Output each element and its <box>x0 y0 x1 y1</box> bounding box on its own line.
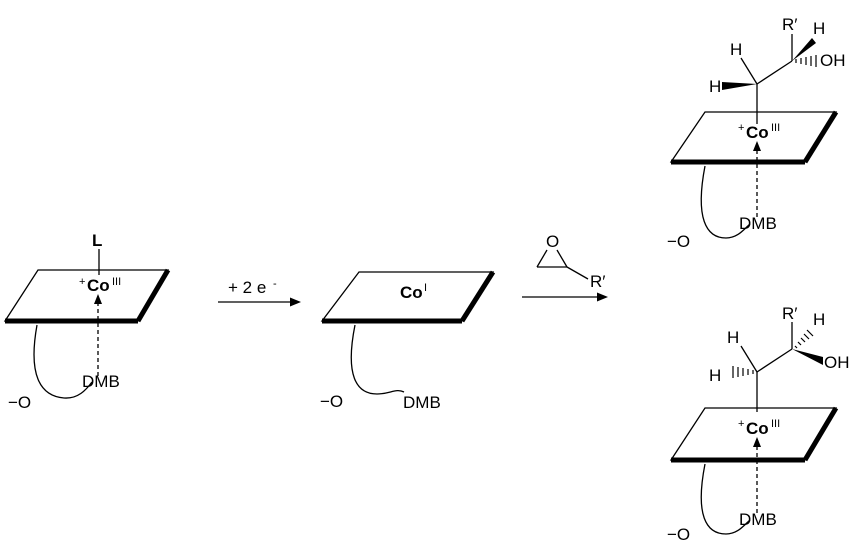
arrow-head <box>753 437 761 447</box>
electron-sup: - <box>273 278 277 290</box>
atom-r: R′ <box>782 304 797 323</box>
charge-plus: + <box>738 122 744 134</box>
metal-co: Co <box>746 123 769 142</box>
epoxide-oxygen: O <box>546 232 559 251</box>
anion-o: −O <box>667 525 690 542</box>
atom-h3: H <box>813 310 825 329</box>
base-dmb: DMB <box>739 214 777 233</box>
atom-h2: H <box>709 366 721 385</box>
linker-chain <box>350 324 405 395</box>
metal-co: Co <box>746 419 769 438</box>
epoxide-substituent-bond <box>566 266 589 280</box>
ligand-L: L <box>92 231 102 250</box>
product-bottom: H H R′ H OH + Co III DMB −O <box>667 304 850 542</box>
atom-h2: H <box>709 77 721 96</box>
epoxide-substituent: R′ <box>590 272 605 291</box>
hash-h3 <box>794 329 814 349</box>
charge-plus: + <box>79 276 85 288</box>
wedge-oh <box>792 349 823 365</box>
atom-h1: H <box>727 328 739 347</box>
arrow-head-2 <box>597 292 608 302</box>
atom-r: R′ <box>782 15 797 34</box>
product-top: H H R′ H OH + Co III DMB −O <box>667 15 846 251</box>
c-h1-bond <box>740 345 758 373</box>
arrow-head <box>753 141 761 151</box>
oxidation-state: III <box>771 122 780 134</box>
c-h1-bond <box>740 57 758 85</box>
charge-plus: + <box>738 418 744 430</box>
base-dmb: DMB <box>739 510 777 529</box>
metal-co: Co <box>400 283 423 302</box>
reagent-electrons: + 2 e <box>228 278 266 297</box>
base-dmb: DMB <box>82 372 120 391</box>
linker-chain <box>700 165 751 239</box>
anion-o: −O <box>8 393 31 412</box>
step1-arrow-group: + 2 e - <box>218 278 301 307</box>
base-dmb: DMB <box>403 393 441 412</box>
oxidation-state: III <box>112 276 121 288</box>
oxidation-state: III <box>771 418 780 430</box>
hash-h2 <box>732 366 754 378</box>
epoxide-bond-left <box>536 249 548 268</box>
intermediate-complex: Co I −O DMB <box>320 270 496 412</box>
oxidation-state: I <box>424 282 427 294</box>
arrow-head-1 <box>290 297 301 307</box>
anion-o: −O <box>667 232 690 251</box>
c-c-bond <box>756 60 793 85</box>
c-c-bond <box>756 348 793 373</box>
hash-oh <box>795 55 817 67</box>
corrin-right-edge <box>135 268 171 323</box>
wedge-h2 <box>722 82 757 90</box>
atom-h3: H <box>813 19 825 38</box>
corrin-right-edge <box>802 110 839 164</box>
step2-arrow-group: O R′ <box>522 232 608 302</box>
wedge-h3 <box>792 38 816 61</box>
epoxide-bond-right <box>556 249 568 268</box>
metal-co: Co <box>87 276 110 295</box>
corrin-right-edge <box>802 406 839 462</box>
atom-oh: OH <box>820 51 846 70</box>
atom-h1: H <box>730 40 742 59</box>
corrin-right-edge <box>459 270 496 323</box>
atom-oh: OH <box>824 353 850 372</box>
reactant-complex: L + Co III DMB −O <box>3 231 171 412</box>
arrow-head <box>94 294 102 304</box>
linker-chain <box>700 463 751 535</box>
anion-o: −O <box>320 392 343 411</box>
linker-chain <box>33 324 93 399</box>
